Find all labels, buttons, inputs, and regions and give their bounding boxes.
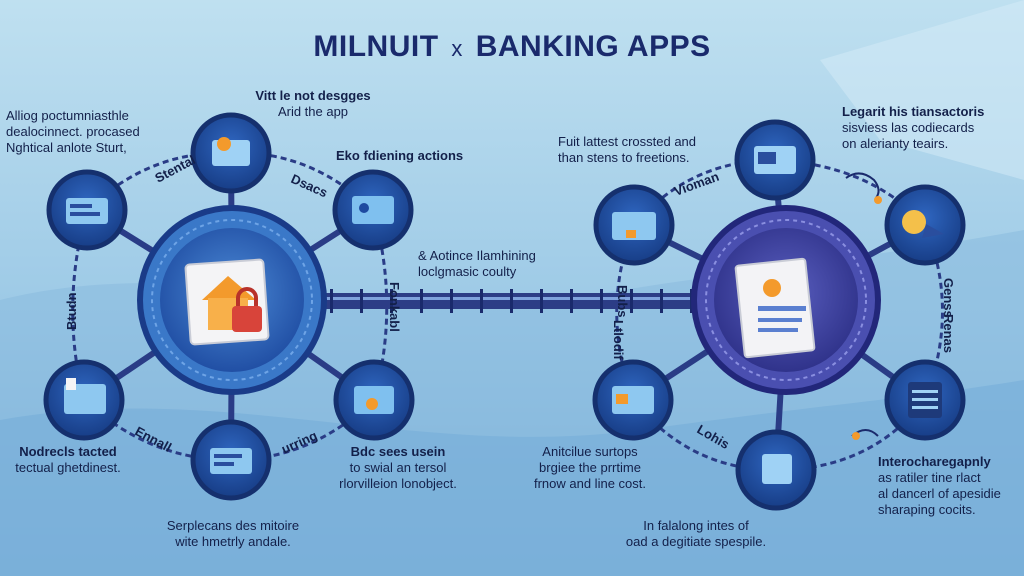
annotation-bottom-left: Nodrecls tacted tectual ghetdinest. [8,444,128,476]
node-r-left [593,184,675,266]
title-separator: x [451,36,463,61]
ring-label-right-1: Bubs [615,285,630,318]
right-nodes [592,119,966,511]
node-r-bottom [735,429,817,511]
annotation-line: In falalong intes of [643,518,749,533]
annotation-line: Alliog poctumniasthle [6,108,129,123]
annotation-line: sisviess las codiecards [842,120,975,135]
key-icon [845,172,882,204]
annotation-line: sharaping cocits. [878,502,976,517]
ring-label-right-3: Ltlodif [611,320,626,360]
node-bottom-right [333,359,415,441]
node-bottom-left [43,359,125,441]
annotation-line: on alerianty teairs. [842,136,949,151]
node-r-top [734,119,816,201]
annotation-bottom-center: Serplecans des mitoire wite hmetrly anda… [148,518,318,550]
annotation-line: Legarit his tiansactoris [842,104,985,119]
house-lock-icon [184,258,270,346]
node-r-bottom-right [884,359,966,441]
annotation-line: Anitcilue surtops [542,444,638,459]
annotation-line: brgiee the prrtime [539,460,641,475]
node-top [190,112,272,194]
node-r-bottom-left [592,359,674,441]
hub-connector [318,289,702,313]
annotation-bottom-right-mid: In falalong intes of oad a degitiate spe… [606,518,786,550]
annotation-line: Bdc sees usein [350,444,446,459]
annotation-top-mid: Vitt le not desgges Arid the app [238,88,388,120]
pin-icon [851,429,879,440]
annotation-mid-top: Eko fdiening actions [336,148,463,164]
annotation-top-right: Legarit his tiansactoris sisviess las co… [842,104,984,152]
node-top-right [332,169,414,251]
node-bottom [190,419,272,501]
annotation-line: dealocinnect. procased [6,124,140,139]
annotation-line: Nodrecls tacted [19,444,117,459]
annotation-right-bottom-mid: Anitcilue surtops brgiee the prrtime frn… [530,444,650,492]
annotation-bottom-mid: Bdc sees usein to swial an tersol rlorvi… [318,444,478,492]
annotation-line: to swial an tersol [349,460,447,475]
annotation-line: wite hmetrly andale. [175,534,291,549]
annotation-center: & Aotince Ilamhining loclgmasic coulty [418,248,536,280]
annotation-line: frnow and line cost. [533,476,646,491]
ring-label-left-3: Fonkabl [387,282,402,332]
annotation-line: than stens to freetions. [558,150,690,165]
annotation-line: Vitt le not desgges [255,88,371,103]
ring-label-right-2: Genss [941,278,956,318]
annotation-line: Arid the app [277,104,349,119]
node-top-left [46,169,128,251]
annotation-top-left: Alliog poctumniasthle dealocinnect. proc… [6,108,140,156]
annotation-right-top-mid: Fuit lattest crossted and than stens to … [558,134,696,166]
annotation-line: Interocharegapnly [878,454,991,469]
ring-label-left-2: Btudn [64,292,79,330]
annotation-line: rlorvilleion lonobject. [339,476,457,491]
title-left: MILNUIT [313,30,439,63]
document-icon [734,257,816,359]
annotation-line: loclgmasic coulty [418,264,517,279]
ring-label-right-5: Renas [941,314,956,353]
page-title: MILNUIT x BANKING APPS [0,30,1024,64]
annotation-bottom-right: Interocharegapnly as ratiler tine rlact … [878,454,1001,518]
left-hub [137,205,327,395]
left-nodes [43,112,415,501]
annotation-line: as ratiler tine rlact [878,470,981,485]
annotation-line: Eko fdiening actions [336,148,464,163]
annotation-line: Fuit lattest crossted and [558,134,697,149]
annotation-line: Serplecans des mitoire [166,518,300,533]
node-r-right [884,184,966,266]
title-right: BANKING APPS [475,30,711,63]
annotation-line: al dancerl of apesidie [878,486,1001,501]
annotation-line: oad a degitiate spespile. [625,534,767,549]
right-hub [691,205,881,395]
annotation-line: Nghtical anlote Sturt, [6,140,127,155]
annotation-line: tectual ghetdinest. [15,460,121,475]
annotation-line: & Aotince Ilamhining [418,248,536,263]
